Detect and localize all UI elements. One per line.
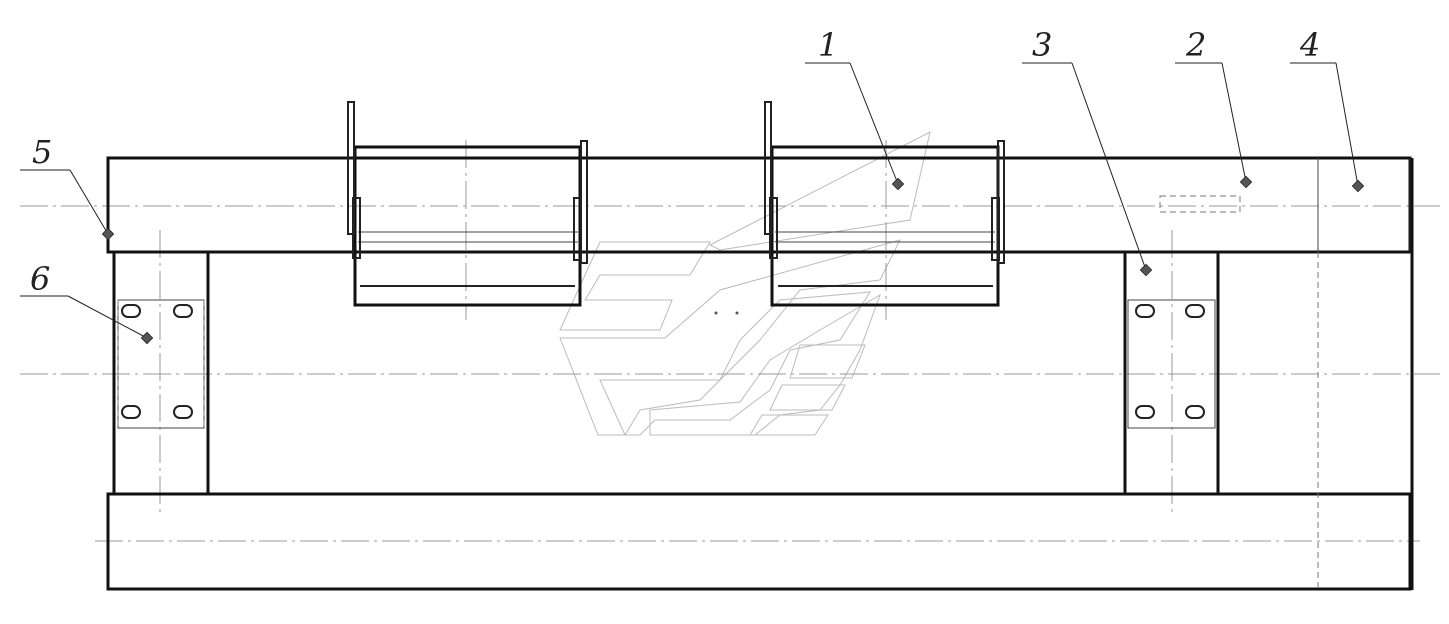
left-bracket xyxy=(347,101,588,307)
right-bracket xyxy=(764,101,1005,307)
bottom-beam xyxy=(106,492,1412,591)
watermark-logo xyxy=(559,131,931,436)
centerlines xyxy=(20,140,1440,542)
callout-5: 5 xyxy=(32,133,52,171)
callout-6: 6 xyxy=(30,260,50,298)
right-post xyxy=(1123,250,1220,496)
center-marks xyxy=(714,311,739,315)
left-post xyxy=(112,250,210,496)
callout-2: 2 xyxy=(1185,26,1206,64)
callout-4: 4 xyxy=(1299,26,1320,64)
callout-3: 3 xyxy=(1032,26,1052,64)
top-beam xyxy=(106,156,1412,254)
callout-leaders xyxy=(20,62,1365,345)
callout-labels: 1 2 3 4 5 6 xyxy=(30,26,1320,298)
beam-slot xyxy=(1159,195,1241,213)
callout-1: 1 xyxy=(818,26,838,64)
